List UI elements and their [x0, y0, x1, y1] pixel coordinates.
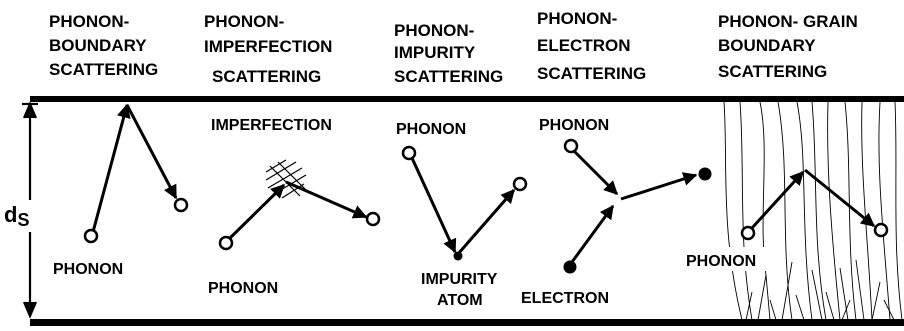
incident-path-arrow: [91, 103, 131, 233]
heading-grain-line-1: PHONON- GRAIN: [718, 12, 858, 31]
heading-boundary-line-1: PHONON-: [49, 12, 129, 31]
phonon-label: PHONON: [53, 261, 123, 278]
electron-marker: [563, 260, 577, 274]
phonon-start-marker: [401, 145, 417, 161]
phonon-end-marker: [512, 176, 528, 192]
panel-impurity-scattering: PHONON IMPURITY ATOM: [396, 121, 528, 309]
scattered-path-arrow: [285, 180, 368, 219]
heading-electron-line-1: PHONON-: [537, 9, 617, 28]
phonon-label: PHONON: [396, 121, 466, 138]
phonon-start-marker: [740, 225, 756, 241]
incident-path-arrow: [410, 157, 457, 254]
thickness-subscript: S: [17, 210, 29, 230]
imperfection-label: IMPERFECTION: [211, 117, 332, 134]
heading-grain-line-2: BOUNDARY: [718, 36, 816, 55]
impurity-label-line-2: ATOM: [437, 292, 483, 309]
incident-path-arrow: [750, 170, 805, 230]
thickness-dimension: [22, 101, 38, 319]
scattered-path-arrow: [456, 188, 516, 255]
phonon-start-marker: [218, 235, 234, 251]
heading-electron-line-3: SCATTERING: [537, 64, 646, 83]
thickness-symbol: d: [4, 202, 17, 227]
impurity-label-line-1: IMPURITY: [421, 271, 498, 288]
top-film-boundary: [30, 96, 904, 102]
heading-impurity-line-2: IMPURITY: [394, 43, 476, 62]
heading-boundary-line-2: BOUNDARY: [49, 36, 147, 55]
grain-boundaries: [723, 101, 903, 321]
panel-grain-boundary-scattering: PHONON: [683, 168, 889, 271]
heading-electron-line-2: ELECTRON: [537, 36, 631, 55]
scattered-path-arrow: [620, 172, 698, 201]
incident-path-arrow: [228, 183, 286, 240]
phonon-label: PHONON: [686, 253, 756, 270]
phonon-end-marker: [173, 197, 189, 213]
phonon-path-arrow: [572, 149, 619, 196]
heading-grain-line-3: SCATTERING: [718, 62, 827, 81]
phonon-end-marker: [873, 222, 889, 238]
scattered-path-arrow: [804, 168, 876, 228]
phonon-label: PHONON: [208, 280, 278, 297]
reflected-path-arrow: [125, 104, 178, 200]
heading-impurity-line-3: SCATTERING: [394, 67, 503, 86]
panel-imperfection-scattering: IMPERFECTION PHONON: [208, 117, 381, 297]
heading-imperfection-line-2: IMPERFECTION: [204, 37, 332, 56]
panel-boundary-scattering: PHONON: [53, 103, 189, 278]
panel-electron-scattering: PHONON ELECTRON: [521, 117, 712, 307]
phonon-label-backdrop: [683, 247, 779, 271]
heading-imperfection-line-3: SCATTERING: [212, 67, 321, 86]
phonon-start-marker: [563, 138, 579, 154]
bottom-film-boundary: [30, 319, 904, 326]
phonon-start-marker: [83, 228, 99, 244]
imperfection-marker: [265, 159, 307, 199]
thickness-label: dS: [4, 202, 29, 230]
heading-impurity-line-1: PHONON-: [394, 21, 474, 40]
heading-imperfection-line-1: PHONON-: [204, 12, 284, 31]
electron-path-arrow: [570, 204, 615, 263]
heading-boundary-line-3: SCATTERING: [49, 60, 158, 79]
scattered-particle-marker: [698, 167, 712, 181]
impurity-atom-marker: [453, 251, 463, 261]
electron-label: ELECTRON: [521, 290, 609, 307]
panel-headings: PHONON- BOUNDARY SCATTERING PHONON- IMPE…: [49, 9, 858, 86]
phonon-label: PHONON: [539, 117, 609, 134]
phonon-end-marker: [365, 211, 381, 227]
